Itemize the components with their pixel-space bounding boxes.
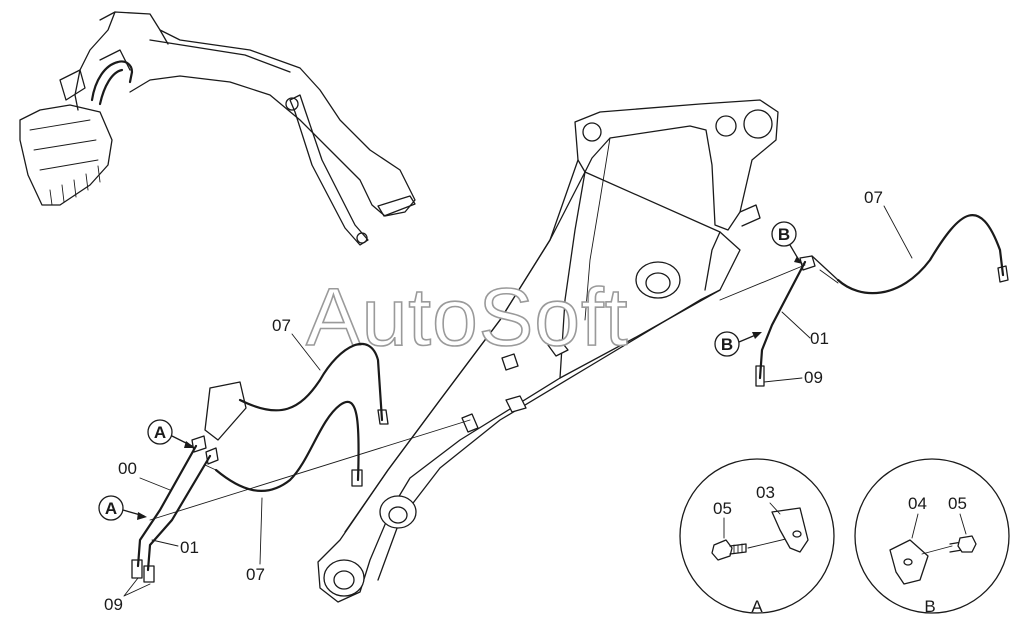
svg-text:A: A xyxy=(154,423,166,442)
part-label-07-left-top[interactable]: 07 xyxy=(272,316,321,371)
svg-text:04: 04 xyxy=(908,494,927,513)
callout-a-upper[interactable]: A xyxy=(147,419,195,448)
excavator-overview-sketch xyxy=(19,11,416,246)
part-label-07-left-bottom[interactable]: 07 xyxy=(246,497,265,584)
svg-text:05: 05 xyxy=(713,499,732,518)
svg-text:09: 09 xyxy=(804,368,823,387)
right-hose-assembly xyxy=(719,214,1009,387)
detail-b-view xyxy=(854,458,1010,614)
detail-a-caption: A xyxy=(751,597,763,616)
detail-b-caption: B xyxy=(924,597,935,616)
detail-a-bolt xyxy=(711,539,747,561)
svg-text:00: 00 xyxy=(118,459,137,478)
svg-text:07: 07 xyxy=(864,188,883,207)
part-label-00-left[interactable]: 00 xyxy=(118,459,171,491)
part-label-09-left[interactable]: 09 xyxy=(104,577,151,614)
svg-text:B: B xyxy=(778,225,790,244)
svg-text:03: 03 xyxy=(756,483,775,502)
part-label-07-right[interactable]: 07 xyxy=(864,188,913,259)
part-label-05-detail-b[interactable]: 05 xyxy=(948,494,967,535)
svg-text:05: 05 xyxy=(948,494,967,513)
part-label-03-detail-a[interactable]: 03 xyxy=(756,483,781,515)
callout-a-lower[interactable]: A xyxy=(98,495,147,521)
callout-b-lower[interactable]: B xyxy=(714,331,762,357)
svg-text:A: A xyxy=(105,499,117,518)
watermark-text: AutoSoft xyxy=(306,272,629,363)
svg-text:07: 07 xyxy=(272,316,291,335)
part-label-01-left[interactable]: 01 xyxy=(151,538,199,557)
svg-text:01: 01 xyxy=(810,329,829,348)
detail-b-bolt xyxy=(949,535,977,553)
svg-text:09: 09 xyxy=(104,595,123,614)
svg-text:B: B xyxy=(721,335,733,354)
detail-b-clamp xyxy=(889,539,929,585)
left-hose-assembly xyxy=(131,342,471,583)
callout-b-upper[interactable]: B xyxy=(771,221,803,264)
detail-a-view xyxy=(679,458,835,614)
part-label-04-detail-b[interactable]: 04 xyxy=(908,494,927,539)
part-label-05-detail-a[interactable]: 05 xyxy=(713,499,732,539)
detail-a-clip xyxy=(771,507,809,553)
svg-text:01: 01 xyxy=(180,538,199,557)
boom-structure xyxy=(317,99,779,603)
svg-text:07: 07 xyxy=(246,565,265,584)
part-label-09-right[interactable]: 09 xyxy=(763,368,823,387)
part-label-01-right[interactable]: 01 xyxy=(781,311,829,348)
